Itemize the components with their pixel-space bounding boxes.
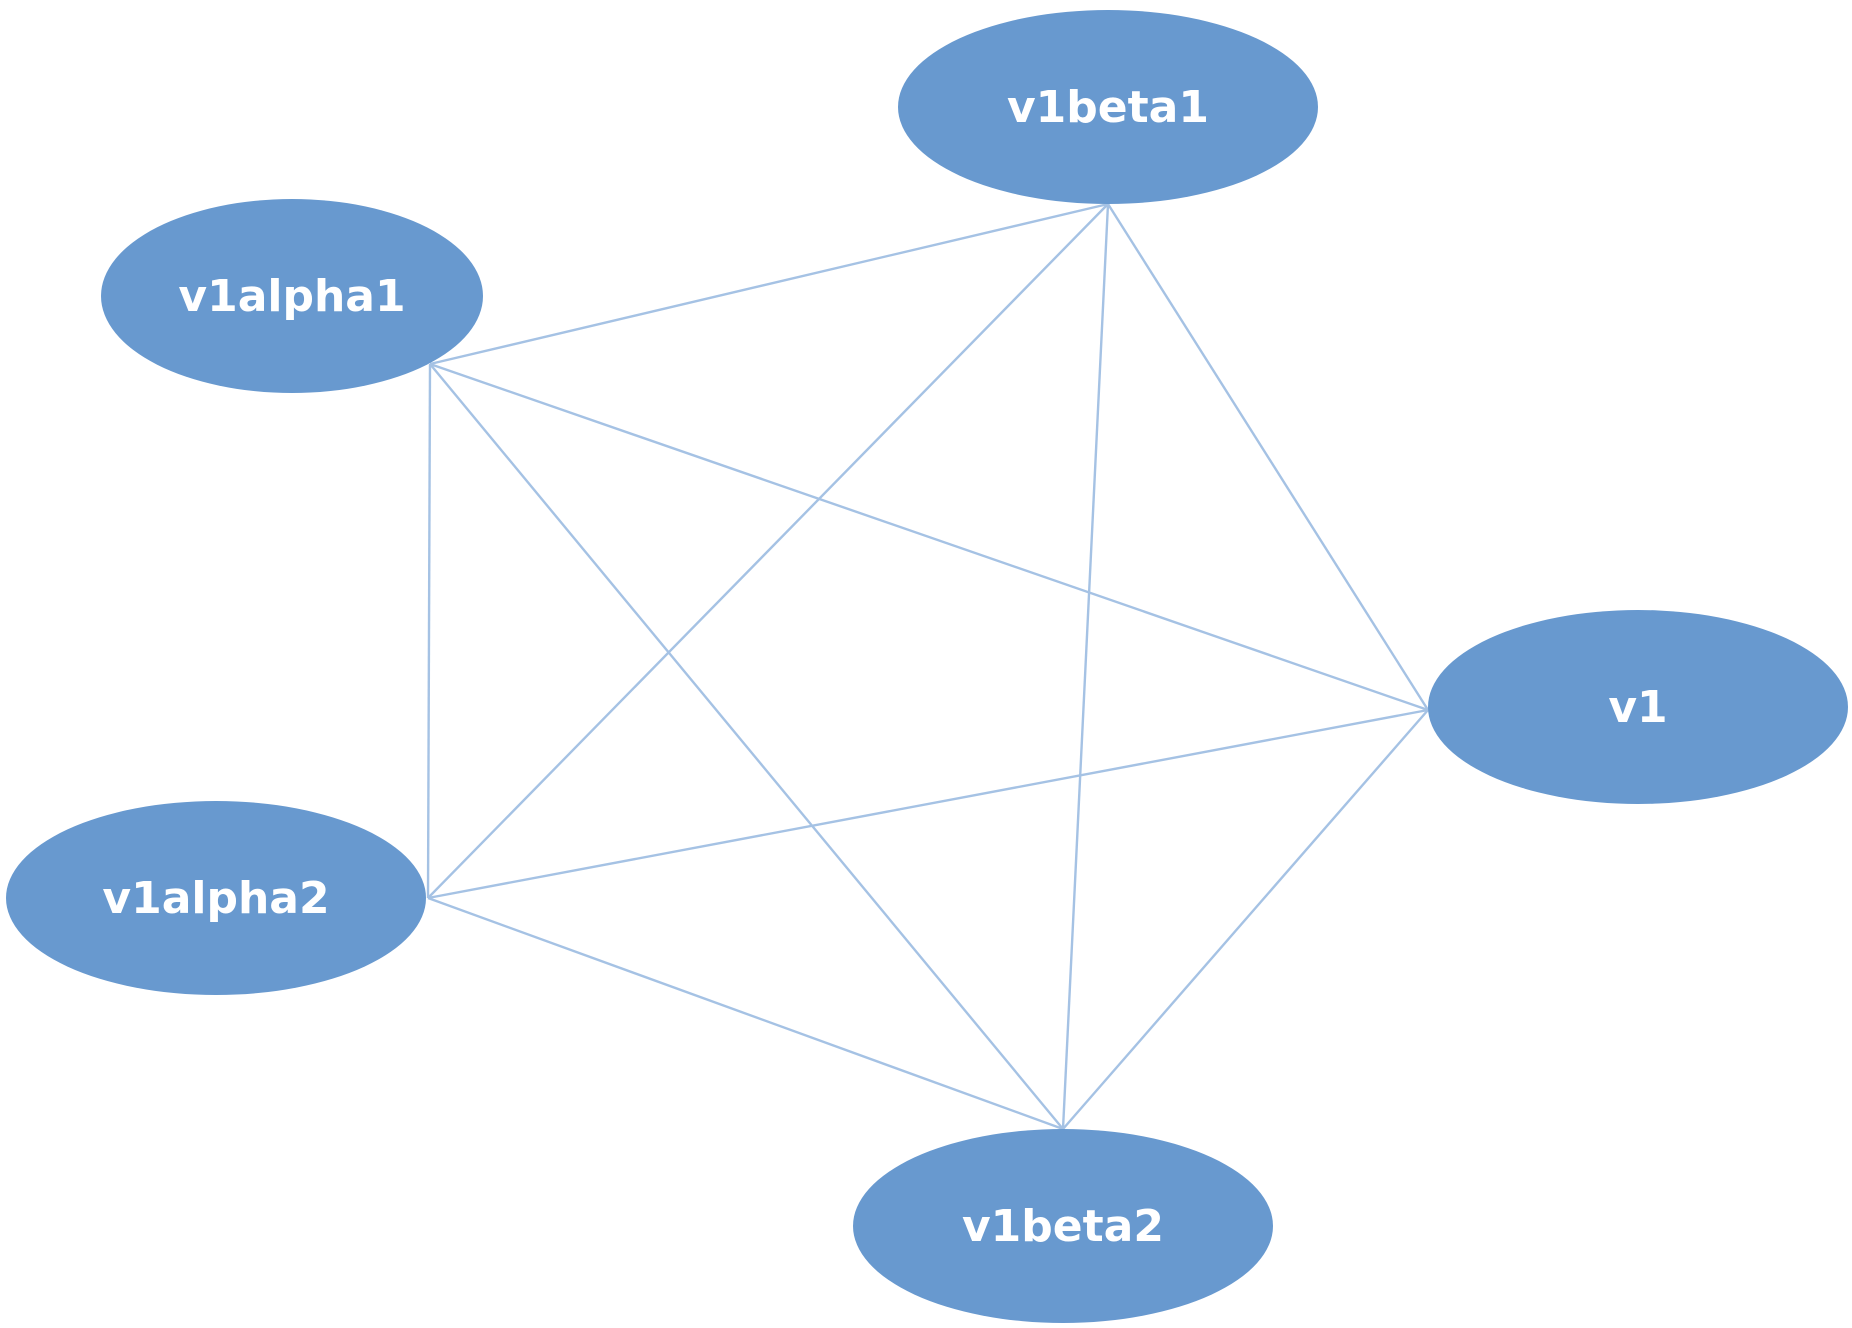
edge-v1alpha1-v1 xyxy=(429,362,1429,712)
edge-v1-v1alpha2 xyxy=(427,708,1429,900)
edge-v1alpha1-v1beta2 xyxy=(429,363,1064,1130)
edge-v1alpha2-v1beta2 xyxy=(427,896,1064,1131)
node-v1alpha2-label: v1alpha2 xyxy=(102,873,329,924)
node-v1beta1-label: v1beta1 xyxy=(1007,82,1209,133)
node-v1alpha1-label: v1alpha1 xyxy=(178,271,405,322)
edge-v1beta1-v1 xyxy=(1106,203,1430,711)
nodes-layer: v1beta1 v1alpha1 v1 v1alpha2 v1beta2 xyxy=(6,10,1848,1323)
edge-v1alpha1-v1alpha2 xyxy=(426,363,432,899)
edge-v1beta1-v1beta2 xyxy=(1061,203,1110,1130)
edge-v1-v1beta2 xyxy=(1062,709,1429,1130)
edges-layer xyxy=(426,202,1430,1131)
node-v1-shape xyxy=(1428,610,1848,804)
node-v1alpha2: v1alpha2 xyxy=(6,801,426,995)
edge-v1beta1-v1alpha2 xyxy=(427,203,1109,899)
node-v1alpha1-shape xyxy=(101,199,483,393)
node-v1beta1: v1beta1 xyxy=(898,10,1318,204)
node-v1beta2: v1beta2 xyxy=(853,1129,1273,1323)
node-v1alpha2-shape xyxy=(6,801,426,995)
node-v1-label: v1 xyxy=(1608,682,1667,733)
node-v1beta2-shape xyxy=(853,1129,1273,1323)
node-v1alpha1: v1alpha1 xyxy=(101,199,483,393)
node-v1beta1-shape xyxy=(898,10,1318,204)
node-v1: v1 xyxy=(1428,610,1848,804)
edge-v1alpha1-v1beta1 xyxy=(429,202,1109,366)
node-v1beta2-label: v1beta2 xyxy=(962,1201,1164,1252)
